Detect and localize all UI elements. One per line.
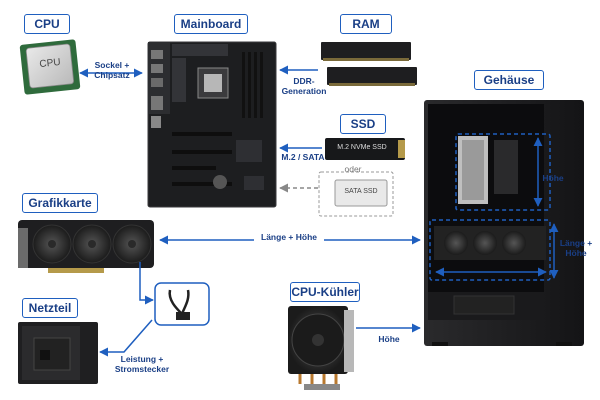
m2-ssd-text: M.2 NVMe SSD (337, 144, 387, 151)
stromstecker-line: Stromstecker (114, 364, 170, 374)
gpu-image (18, 220, 154, 273)
cooler-height-note: Höhe (378, 334, 400, 344)
mainboard-image (147, 41, 277, 208)
case-cooler-height-note: Höhe (542, 173, 564, 183)
sockel-line: Sockel + (94, 60, 130, 70)
leistung-line: Leistung + (120, 354, 164, 364)
cpu-label: CPU (24, 14, 70, 34)
ddr-line: DDR- (293, 76, 315, 86)
cpu-cooler-label: CPU-Kühler (290, 282, 360, 302)
mainboard-label: Mainboard (174, 14, 248, 34)
ssd-label: SSD (340, 114, 386, 134)
cpu-cooler-image (288, 306, 354, 390)
ram-label: RAM (340, 14, 392, 34)
oder-note: oder (344, 164, 362, 174)
ddr-generation-note: DDR- Generation (278, 76, 330, 96)
laenge-line: Länge + (559, 238, 593, 248)
gpu-power-arrow (139, 262, 154, 305)
hoehe-line: Höhe (565, 248, 587, 258)
psu-power-note: Leistung + Stromstecker (110, 354, 174, 374)
gpu-case-note: Länge + Höhe (254, 232, 324, 242)
case-label: Gehäuse (474, 70, 544, 90)
cpu-chip-image (19, 39, 81, 95)
psu-label: Netzteil (22, 298, 78, 318)
case-cooler-clearance-box (455, 133, 551, 211)
case-gpu-clearance-box (429, 219, 551, 281)
power-cable-icon (168, 289, 190, 320)
generation-line: Generation (281, 86, 327, 96)
m2-sata-note: M.2 / SATA (281, 152, 325, 162)
case-gpu-note: Länge + Höhe (558, 238, 594, 258)
sata-ssd-text: SATA SSD (344, 188, 378, 195)
sata-ssd-frame (318, 171, 394, 217)
psu-image (18, 322, 98, 384)
sockel-chipsatz-note: Sockel + Chipsatz (86, 60, 138, 80)
case-image (424, 100, 584, 346)
gpu-label: Grafikkarte (22, 193, 98, 213)
sata-ssd-image (334, 179, 388, 207)
ram-image (321, 42, 417, 86)
m2-ssd-image (325, 138, 405, 160)
chipsatz-line: Chipsatz (94, 70, 130, 80)
psu-power-arrow (99, 319, 153, 357)
